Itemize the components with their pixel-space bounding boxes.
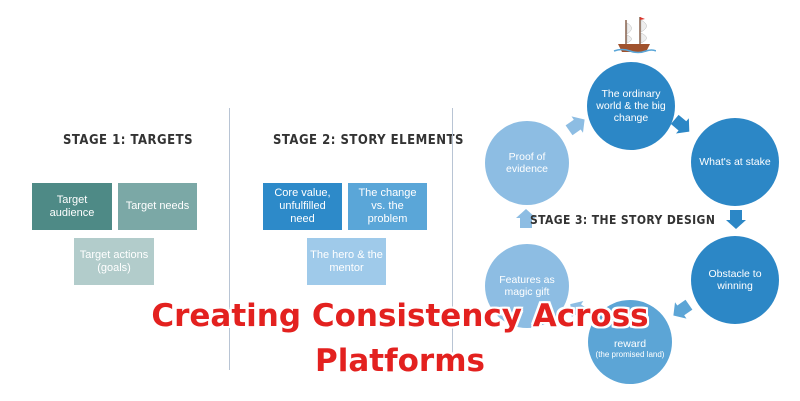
target-audience-box: Target audience <box>32 183 112 230</box>
change-vs-problem-box: The change vs. the problem <box>348 183 427 230</box>
arrow-icon <box>516 209 536 228</box>
cycle-step-proof: Proof of evidence <box>485 121 569 205</box>
stage-2-title: STAGE 2: STORY ELEMENTS <box>273 133 464 148</box>
target-needs-box: Target needs <box>118 183 197 230</box>
cycle-step-reward: reward (the promised land) <box>588 300 672 384</box>
arrow-icon <box>570 301 590 320</box>
cycle-step-obstacle: Obstacle to winning <box>691 236 779 324</box>
divider-left <box>229 108 230 370</box>
target-actions-box: Target actions (goals) <box>74 238 154 285</box>
stage-3-title: STAGE 3: THE STORY DESIGN <box>530 213 716 227</box>
reward-subtext: (the promised land) <box>595 349 665 359</box>
arrow-icon <box>565 116 585 136</box>
cycle-step-whats-at-stake: What's at stake <box>691 118 779 206</box>
hero-mentor-box: The hero & the mentor <box>307 238 386 285</box>
overlay-headline-line-2: Platforms <box>315 343 485 379</box>
divider-right <box>452 108 453 370</box>
arrow-icon <box>670 114 690 134</box>
overlay-headline-line-1: Creating Consistency Across <box>151 298 649 334</box>
core-value-box: Core value, unfulfilled need <box>263 183 342 230</box>
ship-icon <box>613 17 656 54</box>
arrow-icon <box>726 210 746 229</box>
stage-1-title: STAGE 1: TARGETS <box>63 133 194 148</box>
cycle-step-ordinary-world: The ordinary world & the big change <box>587 62 675 150</box>
arrow-icon <box>673 299 693 319</box>
cycle-step-features: Features as magic gift <box>485 244 569 328</box>
